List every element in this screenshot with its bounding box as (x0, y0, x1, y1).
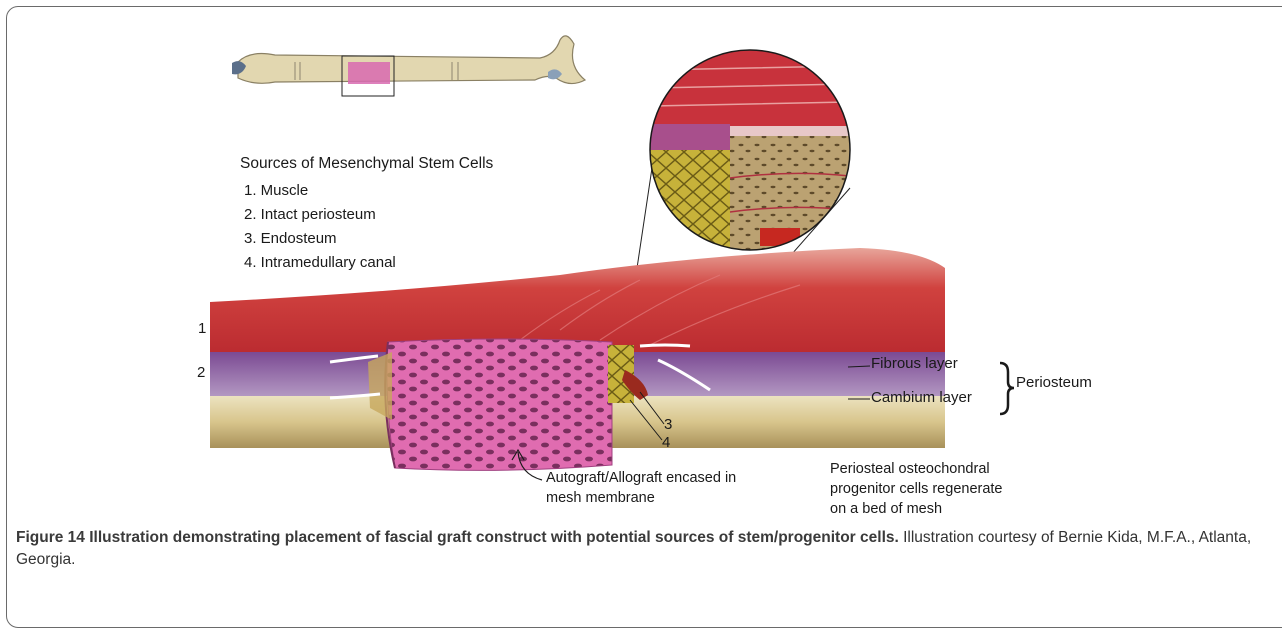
periosteal-line-1: Periosteal osteochondral (830, 459, 1003, 479)
bone-overview (232, 36, 585, 96)
magnified-detail (650, 50, 850, 250)
source-item: 3. Endosteum (244, 230, 337, 247)
fibrous-layer-label: Fibrous layer (871, 355, 958, 372)
marker-2: 2 (197, 364, 205, 381)
marker-4: 4 (662, 434, 670, 451)
marker-3: 3 (664, 416, 672, 433)
periosteum-label: Periosteum (1016, 374, 1092, 391)
caption-label: Figure 14 Illustration demonstrating pla… (16, 529, 899, 546)
autograft-line-2: mesh membrane (546, 488, 736, 508)
source-item: 1. Muscle (244, 182, 308, 199)
periosteal-line-2: progenitor cells regenerate (830, 479, 1003, 499)
periosteum-brace (1000, 363, 1014, 414)
source-item: 4. Intramedullary canal (244, 254, 396, 271)
sources-title: Sources of Mesenchymal Stem Cells (240, 155, 493, 173)
autograft-note: Autograft/Allograft encased in mesh memb… (546, 468, 736, 508)
cambium-layer-label: Cambium layer (871, 389, 972, 406)
autograft-line-1: Autograft/Allograft encased in (546, 468, 736, 488)
periosteal-note: Periosteal osteochondral progenitor cell… (830, 459, 1003, 519)
cross-section (210, 248, 945, 470)
source-item: 2. Intact periosteum (244, 206, 376, 223)
marker-1: 1 (198, 320, 206, 337)
periosteal-line-3: on a bed of mesh (830, 499, 1003, 519)
figure-caption: Figure 14 Illustration demonstrating pla… (16, 527, 1266, 571)
